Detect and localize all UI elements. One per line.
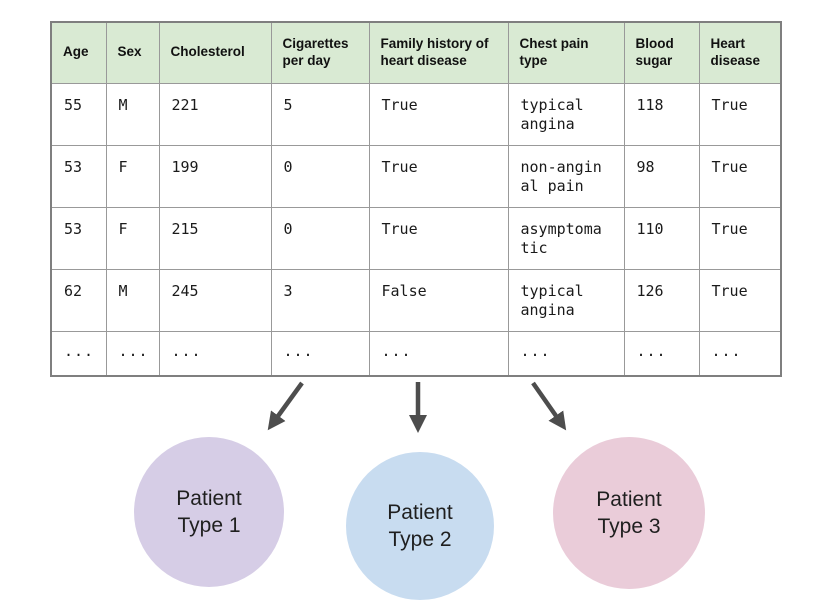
table-cell: 0: [270, 206, 370, 270]
table-row: 55 M 221 5 True typical angina 118 True: [50, 82, 782, 146]
table-cell: 126: [623, 268, 700, 332]
column-header-chest-pain: Chest pain type: [507, 21, 625, 84]
arrow-to-type-3-icon: [531, 381, 567, 431]
column-header-cigarettes: Cigarettes per day: [270, 21, 370, 84]
column-header-age: Age: [50, 21, 107, 84]
table-cell: 62: [50, 268, 107, 332]
table-header-row: Age Sex Cholesterol Cigarettes per day F…: [50, 21, 782, 84]
table-cell: non-angin al pain: [507, 144, 625, 208]
table-cell: typical angina: [507, 268, 625, 332]
table-cell: True: [368, 206, 509, 270]
table-cell: ...: [698, 330, 782, 377]
patient-type-1-circle: Patient Type 1: [134, 437, 284, 587]
patient-type-2-label: Patient Type 2: [387, 500, 453, 551]
table-cell: 110: [623, 206, 700, 270]
table-cell: True: [368, 144, 509, 208]
column-header-sex: Sex: [105, 21, 160, 84]
table-cell: 55: [50, 82, 107, 146]
table-cell: True: [698, 144, 782, 208]
table-cell: asymptoma tic: [507, 206, 625, 270]
table-cell: ...: [105, 330, 160, 377]
table-cell: ...: [623, 330, 700, 377]
column-header-cholesterol: Cholesterol: [158, 21, 272, 84]
table-cell: ...: [368, 330, 509, 377]
patient-type-1-label: Patient Type 1: [176, 486, 242, 537]
table-cell: ...: [270, 330, 370, 377]
table-cell: 98: [623, 144, 700, 208]
table-cell: ...: [158, 330, 272, 377]
table-cell: True: [368, 82, 509, 146]
table-cell: F: [105, 144, 160, 208]
column-header-blood-sugar: Blood sugar: [623, 21, 700, 84]
patient-type-3-circle: Patient Type 3: [553, 437, 705, 589]
table-row-ellipsis: ... ... ... ... ... ... ... ...: [50, 330, 782, 377]
table-cell: 0: [270, 144, 370, 208]
table-cell: False: [368, 268, 509, 332]
patient-type-3-label: Patient Type 3: [596, 487, 662, 538]
table-cell: 215: [158, 206, 272, 270]
table-cell: 245: [158, 268, 272, 332]
table-cell: True: [698, 206, 782, 270]
table-cell: F: [105, 206, 160, 270]
table-cell: M: [105, 268, 160, 332]
table-row: 53 F 199 0 True non-angin al pain 98 Tru…: [50, 144, 782, 208]
patient-type-2-circle: Patient Type 2: [346, 452, 494, 600]
column-header-family-history: Family history of heart disease: [368, 21, 509, 84]
table-cell: ...: [507, 330, 625, 377]
table-cell: ...: [50, 330, 107, 377]
table-row: 53 F 215 0 True asymptoma tic 110 True: [50, 206, 782, 270]
table-row: 62 M 245 3 False typical angina 126 True: [50, 268, 782, 332]
table-cell: 199: [158, 144, 272, 208]
table-cell: 53: [50, 206, 107, 270]
column-header-heart-disease: Heart disease: [698, 21, 782, 84]
table-cell: M: [105, 82, 160, 146]
arrow-to-type-1-icon: [267, 381, 304, 431]
table-cell: 118: [623, 82, 700, 146]
table-cell: 221: [158, 82, 272, 146]
table-cell: 3: [270, 268, 370, 332]
table-cell: True: [698, 82, 782, 146]
table-cell: 53: [50, 144, 107, 208]
table-cell: True: [698, 268, 782, 332]
table-cell: 5: [270, 82, 370, 146]
table-cell: typical angina: [507, 82, 625, 146]
patient-data-table: Age Sex Cholesterol Cigarettes per day F…: [50, 21, 782, 377]
